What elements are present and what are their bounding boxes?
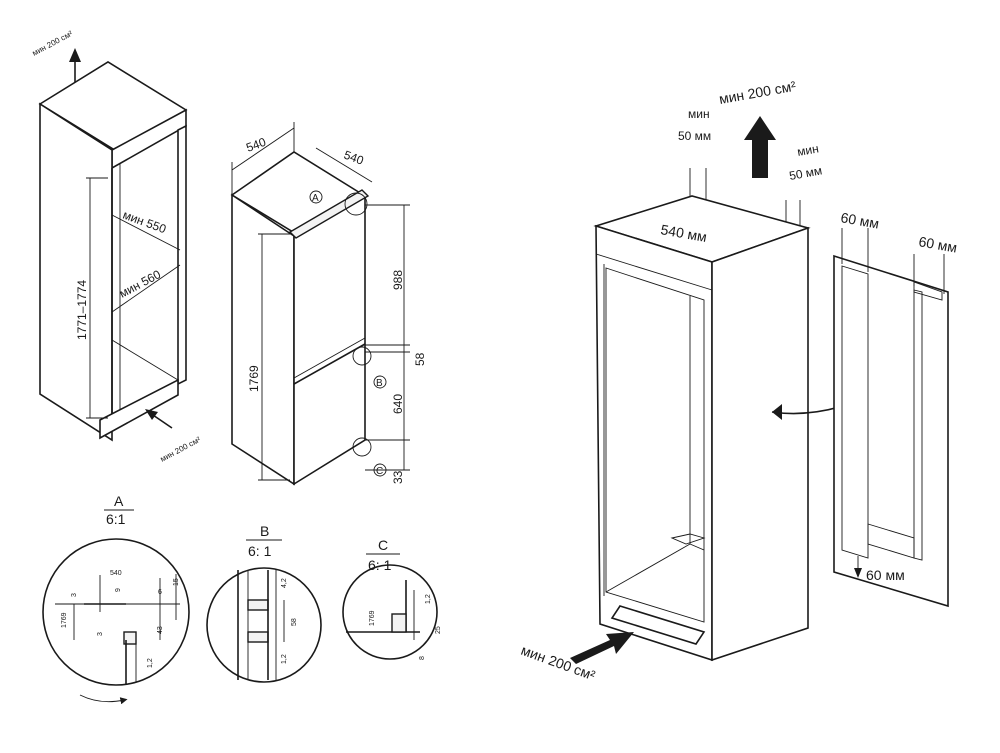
fridge-left-side xyxy=(231,193,295,486)
svg-text:1769: 1769 xyxy=(61,612,68,628)
base-label: 33 xyxy=(391,470,405,484)
svg-text:1,2: 1,2 xyxy=(281,654,288,664)
height-range-label: 1771–1774 xyxy=(75,280,89,340)
marker-b-label: B xyxy=(376,378,383,389)
svg-text:3: 3 xyxy=(71,593,78,597)
fridge-height-label: 1769 xyxy=(247,365,261,392)
door-panel: 60 мм 60 мм 60 мм xyxy=(833,209,958,608)
marker-c-label: C xyxy=(376,466,383,477)
svg-text:58: 58 xyxy=(291,618,298,626)
svg-text:25: 25 xyxy=(435,626,442,634)
right-gap-min: мин xyxy=(796,141,820,159)
bottom-vent-big-arrow xyxy=(570,632,634,664)
detail-b-scale: 6: 1 xyxy=(248,543,272,559)
marker-c-circle xyxy=(352,437,372,457)
upper-height-label: 988 xyxy=(391,270,405,290)
top-vent-big-arrow xyxy=(744,116,776,178)
door-left-strip xyxy=(841,265,869,559)
right-cabinet-front xyxy=(595,224,713,662)
right-cabinet-opening xyxy=(605,267,705,623)
svg-text:8: 8 xyxy=(419,656,426,660)
detail-a-dim-1: 540 xyxy=(110,570,122,577)
door-panel-outline xyxy=(833,254,949,608)
detail-c: C 6: 1 1769 1,2 25 8 xyxy=(342,537,442,660)
left-gap-value: 50 мм xyxy=(678,129,711,143)
svg-text:4,2: 4,2 xyxy=(281,578,288,588)
svg-text:43: 43 xyxy=(157,626,164,634)
door-right-strip-label: 60 мм xyxy=(917,233,958,255)
detail-a-circle xyxy=(42,538,190,686)
svg-text:6: 6 xyxy=(158,589,162,596)
left-cabinet: мин 200 см² 1771–1774 мин 550 мин 560 ми… xyxy=(31,29,203,464)
marker-a-circle xyxy=(344,192,368,216)
fridge-depth-label: 540 xyxy=(342,148,366,168)
right-gap-value: 50 мм xyxy=(788,163,823,183)
marker-b-circle xyxy=(352,346,372,366)
cabinet-left-panel xyxy=(39,102,113,442)
top-vent-arrowhead xyxy=(69,48,81,62)
svg-text:1,2: 1,2 xyxy=(147,658,154,668)
width-min-label: мин 560 xyxy=(117,267,164,301)
detail-c-scale: 6: 1 xyxy=(368,557,392,573)
svg-text:9: 9 xyxy=(115,588,122,592)
right-top-vent-label: мин 200 см² xyxy=(718,78,798,107)
bottom-vent-grill xyxy=(610,605,706,645)
fridge-drawing: 540 540 1769 988 58 640 33 A B C xyxy=(230,122,427,486)
fridge-width-label: 540 xyxy=(244,135,268,155)
depth-dim-line xyxy=(315,147,373,183)
detail-a-scale: 6:1 xyxy=(106,511,126,527)
lower-height-label: 640 xyxy=(391,394,405,414)
door-left-strip-label: 60 мм xyxy=(839,209,880,231)
detail-c-title: C xyxy=(378,537,388,553)
detail-c-circle xyxy=(342,564,438,660)
detail-b-circle xyxy=(206,567,322,683)
left-top-vent-label: мин 200 см² xyxy=(31,29,75,58)
cabinet-plinth xyxy=(99,378,179,440)
detail-a-title: A xyxy=(114,493,124,509)
svg-text:3: 3 xyxy=(97,632,104,636)
left-bottom-vent-label: мин 200 см² xyxy=(159,435,203,464)
inner-width-label: 540 мм xyxy=(659,221,708,245)
fridge-door-split xyxy=(293,343,366,385)
detail-b-title: B xyxy=(260,523,269,539)
gap-label: 58 xyxy=(413,352,427,366)
detail-a: A 6:1 540 9 6 15 3 1769 3 43 1,2 xyxy=(42,493,190,705)
detail-b: B 6: 1 4,2 58 1,2 xyxy=(206,523,322,683)
left-gap-min: мин xyxy=(688,107,710,121)
svg-text:1769: 1769 xyxy=(369,610,376,626)
right-cabinet-side xyxy=(711,226,809,662)
svg-text:1,2: 1,2 xyxy=(425,594,432,604)
fridge-front xyxy=(293,194,366,486)
cabinet-right-panel xyxy=(177,124,187,386)
width-dim-line xyxy=(231,127,295,171)
door-bottom-strip xyxy=(867,523,915,559)
right-bottom-vent-label: мин 200 см² xyxy=(519,642,598,684)
door-bottom-strip-label: 60 мм xyxy=(866,567,905,583)
door-right-strip xyxy=(913,289,923,561)
svg-text:15: 15 xyxy=(173,578,180,586)
marker-a-label: A xyxy=(312,193,319,204)
